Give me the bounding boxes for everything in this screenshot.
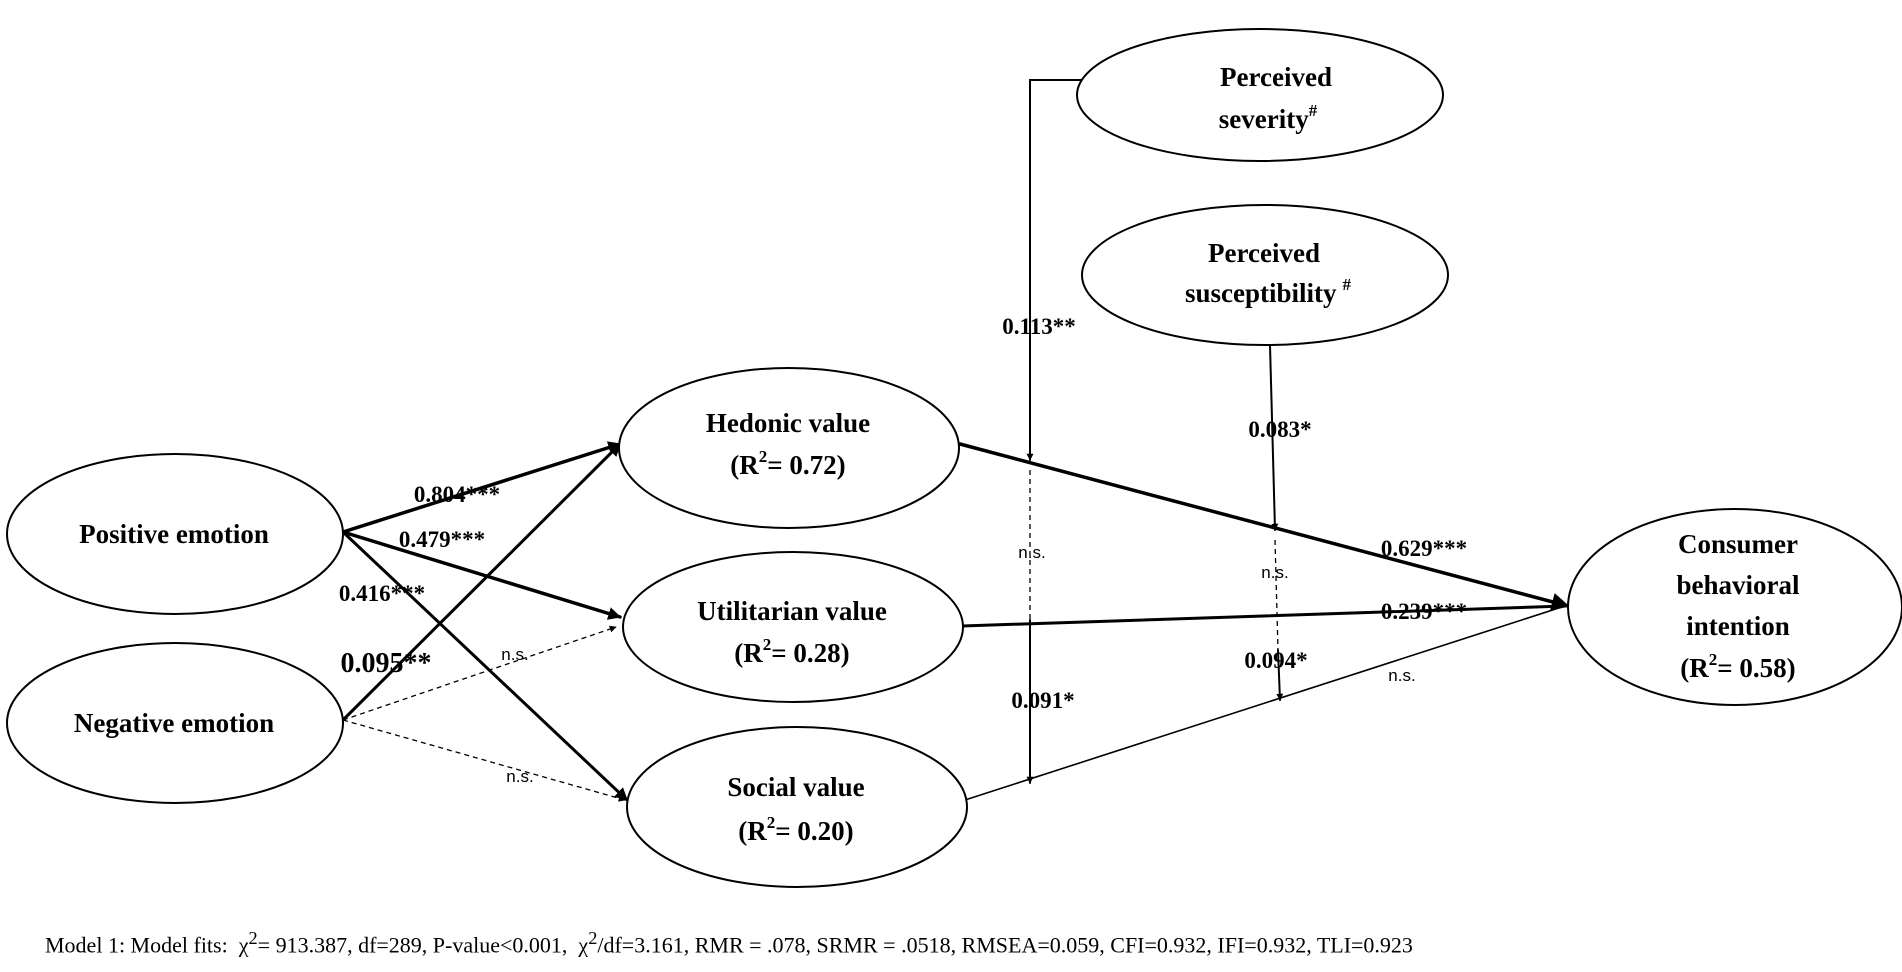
path-utilitarian-intention <box>960 604 1567 628</box>
path-negative-utilitarian <box>342 625 617 721</box>
svg-text:(R2= 0.28): (R2= 0.28) <box>734 635 849 668</box>
footer-chidf-value: /df=3.161, RMR = .078, SRMR = .0518, RMS… <box>597 932 1413 958</box>
node-consumer-behavioral-intention: Consumer behavioral intention (R2= 0.58) <box>1567 508 1902 706</box>
coef-severity-hedonic: 0.113** <box>1002 314 1075 339</box>
svg-text:(R2= 0.72): (R2= 0.72) <box>730 447 845 480</box>
severity-mark: # <box>1309 101 1318 120</box>
path-severity-moderation <box>1026 79 1086 461</box>
coef-susceptibility-social: 0.094* <box>1244 648 1307 673</box>
susceptibility-mark: # <box>1343 275 1352 294</box>
path-hedonic-intention <box>958 442 1570 611</box>
coef-severity-social: 0.091* <box>1011 688 1074 713</box>
node-hedonic-value: Hedonic value (R2= 0.72) <box>618 367 960 529</box>
path-negative-social <box>342 719 626 802</box>
negative-label: Negative emotion <box>74 708 274 738</box>
path-positive-utilitarian <box>341 530 622 620</box>
intention-line3: intention <box>1686 611 1790 641</box>
node-perceived-severity: Perceived severity# <box>1076 28 1444 162</box>
path-susceptibility-ns-dashed <box>1274 539 1279 651</box>
node-negative-emotion: Negative emotion <box>6 642 344 804</box>
footer-model: Model 1: Model fits: <box>45 932 228 958</box>
severity-line1: Perceived <box>1220 62 1332 92</box>
model-fit-footer: Model 1: Model fits: χ2= 913.387, df=289… <box>45 928 1413 958</box>
path-susceptibility-social <box>1276 649 1284 701</box>
coef-negative-utilitarian: n.s. <box>501 645 528 664</box>
path-susceptibility-moderation <box>1269 344 1279 531</box>
coef-positive-hedonic: 0.804*** <box>414 482 500 507</box>
social-label: Social value <box>727 772 864 802</box>
svg-text:severity#: severity# <box>1219 101 1318 134</box>
node-utilitarian-value: Utilitarian value (R2= 0.28) <box>622 551 964 703</box>
coef-positive-social: 0.416*** <box>339 581 425 606</box>
coef-susceptibility-utilitarian: n.s. <box>1261 563 1288 582</box>
path-social-intention <box>964 605 1566 801</box>
svg-text:susceptibility#: susceptibility # <box>1185 275 1352 308</box>
coef-utilitarian-intention: 0.239*** <box>1381 599 1467 624</box>
svg-text:(R2= 0.58): (R2= 0.58) <box>1680 650 1795 683</box>
hedonic-label: Hedonic value <box>706 408 870 438</box>
coef-susceptibility-hedonic: 0.083* <box>1248 417 1311 442</box>
node-perceived-susceptibility: Perceived susceptibility # <box>1081 204 1449 346</box>
coef-positive-utilitarian: 0.479*** <box>399 527 485 552</box>
coef-social-intention: n.s. <box>1388 666 1415 685</box>
path-negative-hedonic <box>341 442 622 722</box>
coef-severity-utilitarian: n.s. <box>1018 543 1045 562</box>
node-positive-emotion: Positive emotion <box>6 453 344 615</box>
svg-text:(R2= 0.20): (R2= 0.20) <box>738 813 853 846</box>
intention-line1: Consumer <box>1678 529 1798 559</box>
footer-chidf-symbol: χ <box>578 932 589 958</box>
footer-chi-symbol: χ <box>238 932 249 958</box>
utilitarian-label: Utilitarian value <box>697 596 887 626</box>
path-positive-hedonic <box>341 441 622 534</box>
intention-line2: behavioral <box>1676 570 1800 600</box>
coef-negative-hedonic: 0.095** <box>341 648 432 679</box>
coef-hedonic-intention: 0.629*** <box>1381 536 1467 561</box>
coef-negative-social: n.s. <box>506 767 533 786</box>
severity-line2: severity <box>1219 104 1309 134</box>
footer-chi-value: = 913.387, df=289, P-value<0.001, <box>257 932 568 958</box>
node-social-value: Social value (R2= 0.20) <box>626 726 968 888</box>
positive-label: Positive emotion <box>79 519 269 549</box>
susceptibility-line1: Perceived <box>1208 238 1320 268</box>
path-positive-social <box>341 530 629 802</box>
susceptibility-line2: susceptibility <box>1185 278 1337 308</box>
